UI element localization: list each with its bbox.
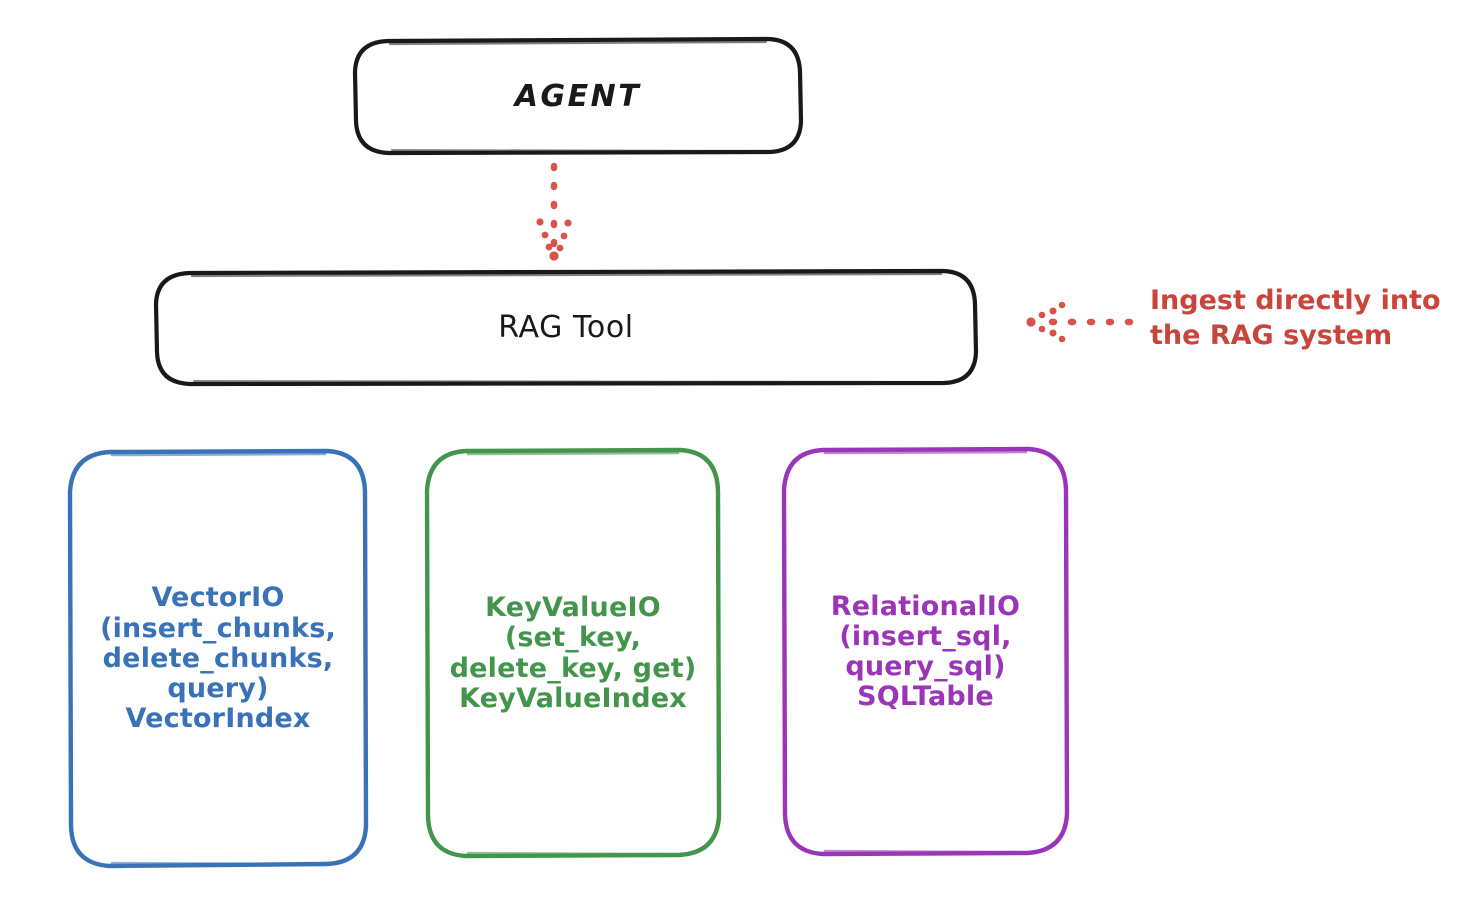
ingest-arrow-connector <box>1026 301 1134 343</box>
vector-index-text: VectorIndex <box>125 703 311 735</box>
key-value-io-card-label: KeyValueIO (set_key, delete_key, get) Ke… <box>427 451 719 856</box>
agent-to-rag-connector <box>536 162 572 261</box>
ingest-annotation-text: Ingest directly into the RAG system <box>1150 285 1441 352</box>
vector-io-api-text: VectorIO (insert_chunks, delete_chunks, … <box>100 582 336 705</box>
key-value-io-api-text: KeyValueIO (set_key, delete_key, get) <box>449 592 697 684</box>
key-value-index-text: KeyValueIndex <box>459 682 687 714</box>
relational-io-card-label: RelationalIO (insert_sql, query_sql) SQL… <box>784 450 1067 854</box>
rag-tool-box-label: RAG Tool <box>498 309 634 345</box>
relational-io-api-text: RelationalIO (insert_sql, query_sql) <box>830 590 1021 682</box>
agent-box-label: AGENT <box>514 79 642 115</box>
vector-io-card-label: VectorIO (insert_chunks, delete_chunks, … <box>70 452 366 866</box>
sql-table-text: SQLTable <box>857 681 994 713</box>
